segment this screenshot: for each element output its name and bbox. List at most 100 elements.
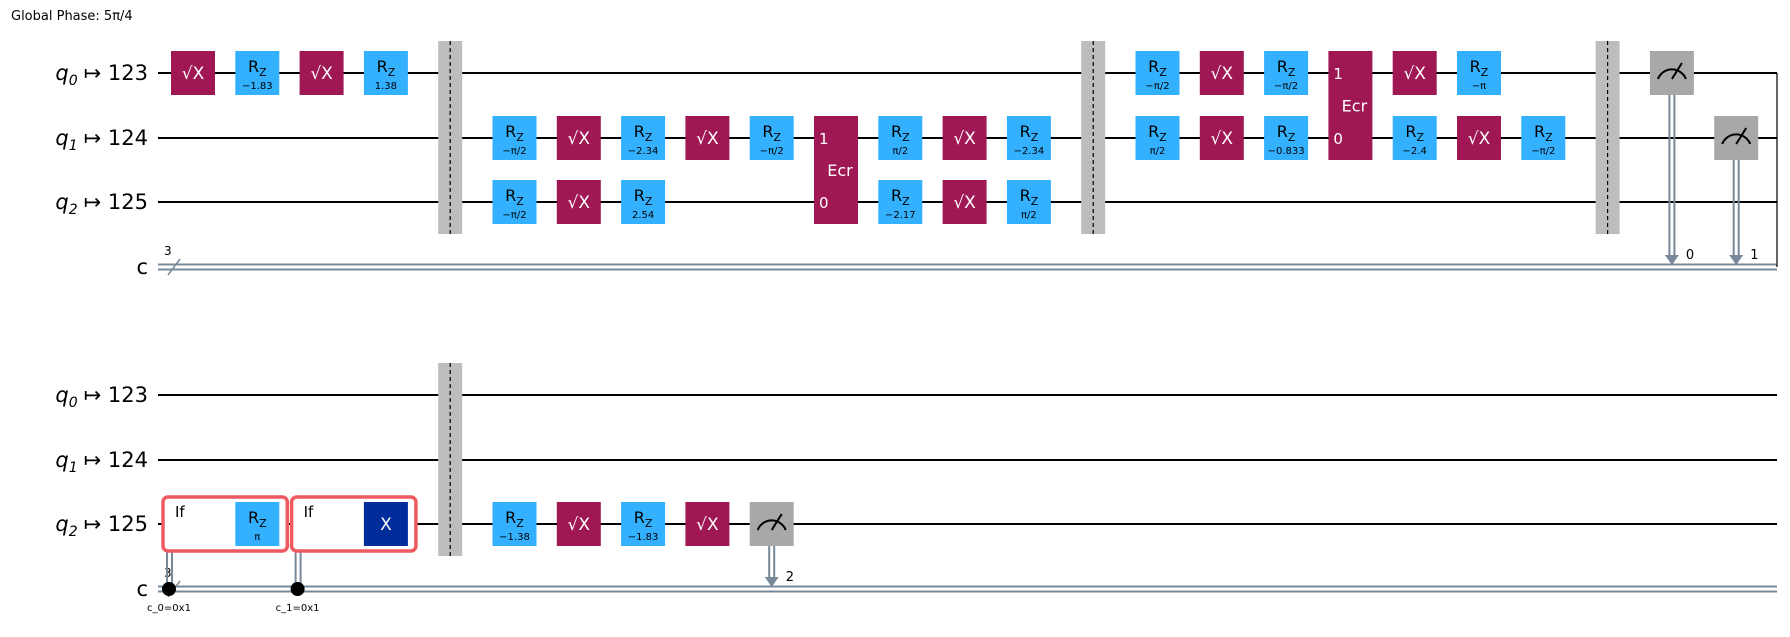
rz-gate-param: −1.83	[242, 81, 273, 92]
barrier-band	[438, 41, 463, 234]
barrier	[438, 363, 463, 556]
rz-gate: RZ−2.17	[878, 180, 923, 224]
measure-arrow	[764, 577, 779, 587]
rz-gate-box	[621, 502, 666, 546]
rz-gate: RZ−π/2	[749, 116, 794, 160]
barrier-band	[1081, 41, 1106, 234]
barrier	[1081, 41, 1106, 234]
rz-gate: RZ−0.833	[1264, 116, 1309, 160]
measure-bit-index: 1	[1750, 248, 1758, 263]
sx-gate-box	[299, 51, 344, 95]
register-size-label: 3	[164, 244, 172, 258]
meter-needle-icon	[1671, 62, 1683, 80]
sx-gate: √X	[942, 116, 987, 160]
rz-gate: RZπ/2	[1135, 116, 1180, 160]
rz-gate: RZ−π	[1457, 51, 1501, 95]
rz-gate-param: π	[254, 532, 260, 543]
rz-gate-box	[1392, 116, 1437, 160]
ecr-port-bottom: 0	[1333, 130, 1343, 148]
rz-gate-box	[1135, 116, 1180, 160]
sx-gate-box	[556, 180, 601, 224]
x-gate-box	[363, 502, 408, 546]
rz-gate-param: −1.83	[628, 532, 659, 543]
meter-arc-icon	[1656, 68, 1687, 80]
if-label: If	[304, 503, 314, 521]
sx-gate-label: √X	[568, 515, 591, 535]
sx-gate: √X	[1457, 116, 1501, 160]
sx-gate-box	[942, 180, 987, 224]
measure-bit-index: 2	[786, 570, 794, 585]
rz-gate-box	[1264, 116, 1309, 160]
global-phase-label: Global Phase: 5π/4	[11, 9, 133, 24]
rz-gate-box	[878, 180, 923, 224]
sx-gate-box	[556, 502, 601, 546]
measure-gate: 0	[1649, 51, 1694, 265]
qubit-label: q0↦ 123	[55, 383, 148, 411]
measure-arrow	[1664, 255, 1679, 265]
qubit-label: q1↦ 124	[55, 448, 148, 476]
rz-gate: RZπ/2	[1006, 180, 1051, 224]
rz-gate: RZ−2.4	[1392, 116, 1437, 160]
rz-gate-box	[1264, 51, 1309, 95]
qubit-label: q1↦ 124	[55, 126, 148, 154]
sx-gate-label: √X	[1403, 64, 1426, 84]
rz-gate: RZ−2.34	[621, 116, 666, 160]
rz-gate: RZπ/2	[878, 116, 923, 160]
rz-gate-box	[1006, 116, 1051, 160]
rz-gate-box	[621, 180, 666, 224]
register-bundle-slash	[167, 258, 181, 276]
measure-box	[1649, 51, 1694, 95]
if-condition-label: c_0=0x1	[147, 603, 191, 614]
sx-gate-label: √X	[696, 129, 719, 149]
rz-gate: RZ2.54	[621, 180, 666, 224]
classical-register-label: c	[136, 577, 148, 601]
sx-gate: √X	[299, 51, 344, 95]
sx-gate-label: √X	[1211, 64, 1234, 84]
rz-gate-param: −π/2	[502, 210, 526, 221]
if-label: If	[175, 503, 185, 521]
sx-gate: √X	[1199, 51, 1244, 95]
rz-gate-param: −π/2	[1274, 81, 1298, 92]
if-control-dot	[162, 582, 176, 596]
sx-gate: √X	[685, 502, 730, 546]
ecr-gate-box	[814, 116, 858, 224]
rz-gate-param: 2.54	[632, 210, 654, 221]
barrier	[1595, 41, 1620, 234]
rz-gate-param: −π/2	[760, 146, 784, 157]
rz-gate-param: −2.17	[885, 210, 916, 221]
rz-gate: RZ−2.34	[1006, 116, 1051, 160]
rz-gate-param: −2.34	[628, 146, 659, 157]
rz-gate: RZ−π/2	[1135, 51, 1180, 95]
sx-gate: √X	[556, 502, 601, 546]
sx-gate-box	[556, 116, 601, 160]
sx-gate: √X	[942, 180, 987, 224]
x-gate-label: X	[380, 515, 392, 535]
sx-gate: √X	[556, 180, 601, 224]
sx-gate-label: √X	[568, 193, 591, 213]
rz-gate-param: π/2	[892, 146, 908, 157]
rz-gate-box	[1457, 51, 1501, 95]
measure-gate: 1	[1714, 116, 1758, 265]
sx-gate-label: √X	[310, 64, 333, 84]
sx-gate-label: √X	[182, 64, 205, 84]
rz-gate: RZ−1.83	[621, 502, 666, 546]
ecr-gate-label: Ecr	[827, 161, 853, 180]
sx-gate-label: √X	[953, 193, 976, 213]
ecr-port-top: 1	[1333, 65, 1343, 83]
measure-gate: 2	[749, 502, 794, 587]
sx-gate-box	[685, 116, 730, 160]
rz-gate-param: −2.4	[1403, 146, 1427, 157]
rz-gate-box	[621, 116, 666, 160]
measure-box	[749, 502, 794, 546]
qubit-label: q2↦ 125	[55, 190, 148, 218]
measure-box	[1714, 116, 1759, 160]
sx-gate-label: √X	[696, 515, 719, 535]
sx-gate-box	[171, 51, 215, 95]
rz-gate: RZ−π/2	[1264, 51, 1309, 95]
